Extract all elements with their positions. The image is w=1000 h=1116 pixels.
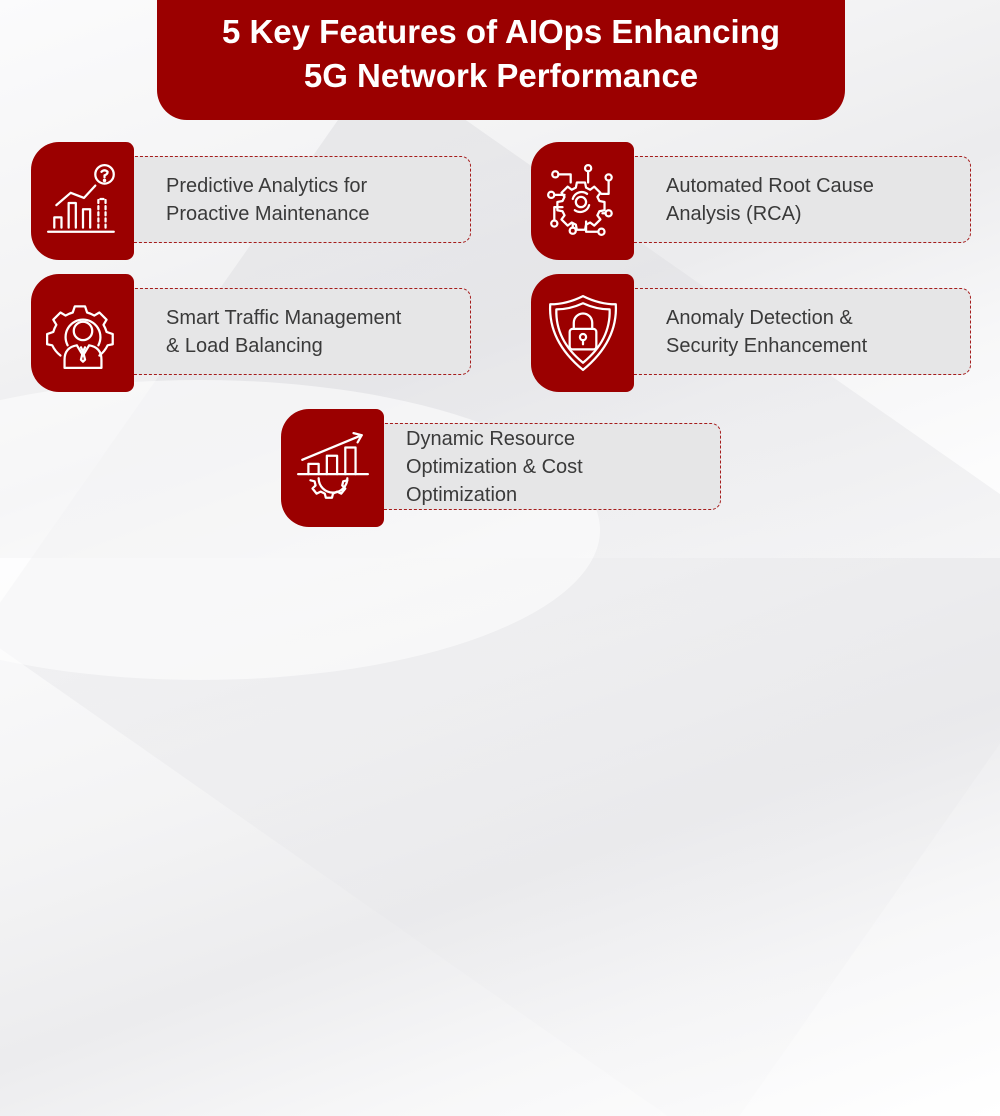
feature-text-line: Dynamic Resource <box>406 427 575 450</box>
predictive-analytics-chart-icon <box>46 163 115 233</box>
feature-text-box: Anomaly Detection & Security Enhancement <box>610 288 971 375</box>
title-line-2: 5G Network Performance <box>303 57 699 94</box>
feature-text-box: Automated Root Cause Analysis (RCA) <box>610 156 971 243</box>
feature-text-line: Predictive Analytics for <box>166 174 368 197</box>
title-banner: 5 Key Features of AIOps Enhancing 5G Net… <box>157 0 845 120</box>
growth-chart-gear-icon <box>296 432 369 499</box>
feature-text-box: Smart Traffic Management & Load Balancin… <box>110 288 471 375</box>
feature-text-line: Automated Root Cause <box>666 174 874 197</box>
feature-text-line: Smart Traffic Management <box>166 306 402 329</box>
feature-text-line: & Load Balancing <box>166 334 323 357</box>
shield-lock-icon <box>548 294 617 372</box>
feature-text-line: Optimization & Cost <box>406 455 583 478</box>
feature-icon-tile <box>31 274 134 392</box>
feature-icon-tile <box>31 142 134 260</box>
feature-icon-tile <box>281 409 384 527</box>
feature-icon-tile <box>531 142 634 260</box>
gear-person-icon <box>45 305 114 369</box>
gear-circuit-icon <box>546 163 613 236</box>
title-line-1: 5 Key Features of AIOps Enhancing <box>221 13 781 50</box>
feature-text-line: Analysis (RCA) <box>666 202 802 225</box>
feature-text-box: Predictive Analytics for Proactive Maint… <box>110 156 471 243</box>
feature-text-line: Anomaly Detection & <box>666 306 853 329</box>
feature-text-line: Optimization <box>406 483 518 506</box>
feature-text-line: Proactive Maintenance <box>166 202 370 225</box>
feature-icon-tile <box>531 274 634 392</box>
feature-text-box: Dynamic Resource Optimization & Cost Opt… <box>360 423 721 510</box>
feature-text-line: Security Enhancement <box>666 334 868 357</box>
